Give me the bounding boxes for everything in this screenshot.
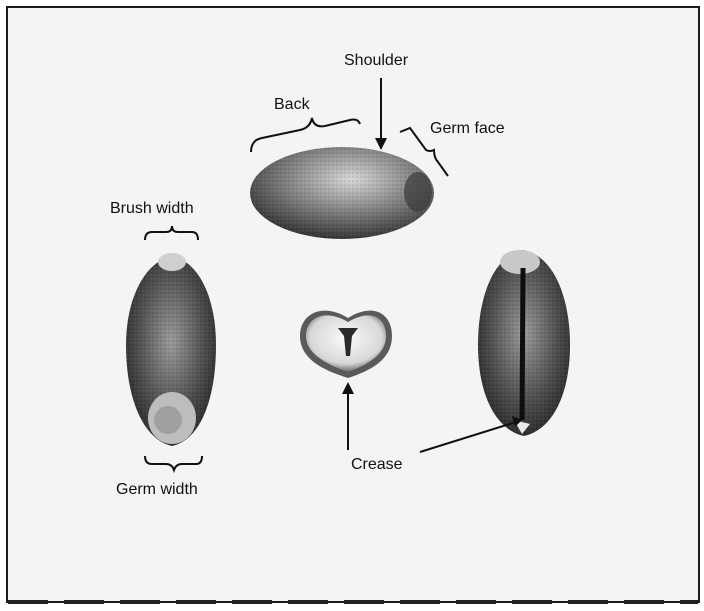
crease-arrow-right bbox=[420, 422, 516, 452]
kernel-ventral-view bbox=[478, 250, 570, 436]
kernel-side-view bbox=[250, 147, 434, 239]
brush-width-bracket bbox=[145, 226, 198, 240]
label-germ-face: Germ face bbox=[430, 121, 505, 137]
label-germ-width: Germ width bbox=[116, 482, 198, 498]
brush-tip bbox=[500, 250, 540, 274]
label-brush-width: Brush width bbox=[110, 201, 194, 217]
label-crease: Crease bbox=[351, 457, 403, 473]
shoulder-arrowhead bbox=[375, 138, 387, 150]
label-back: Back bbox=[274, 97, 310, 113]
germ-width-bracket bbox=[145, 456, 202, 470]
bottom-rule bbox=[8, 600, 698, 604]
kernel-cross-section bbox=[300, 311, 392, 378]
back-bracket bbox=[251, 118, 360, 152]
label-shoulder: Shoulder bbox=[344, 53, 408, 69]
brush-tip bbox=[158, 253, 186, 271]
crease-line bbox=[522, 268, 523, 420]
crease-arrowhead-center bbox=[342, 382, 354, 394]
kernel-dorsal-view bbox=[126, 253, 216, 446]
